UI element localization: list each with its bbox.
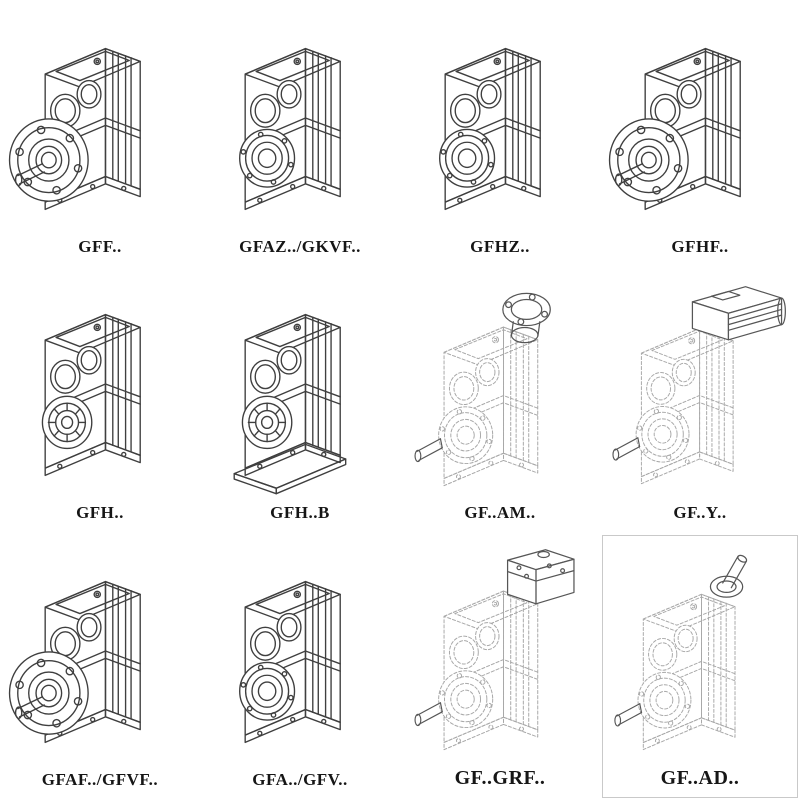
gearbox-shaft-mounted-drawing	[41, 314, 141, 477]
gearbox-phantom-input-shaft-drawing	[614, 553, 749, 751]
gearbox-hollow-shaft-drawing	[439, 47, 541, 210]
gearbox-flange-output-drawing	[608, 47, 741, 210]
catalog-item-gf-y: GF..Y..	[600, 267, 800, 534]
gearbox-phantom-adapter-box-drawing	[414, 549, 575, 751]
catalog-item-gff: GFF..	[0, 0, 200, 267]
model-label: GF..AM..	[464, 503, 536, 523]
model-label: GFF..	[78, 236, 122, 256]
model-label: GF..AD..	[660, 766, 740, 789]
model-label: GF..GRF..	[454, 766, 546, 789]
model-label: GF..Y..	[673, 503, 727, 523]
catalog-item-gfhf: GFHF..	[600, 0, 800, 267]
catalog-item-gfa-gfv: GFA../GFV..	[200, 533, 400, 800]
catalog-item-gfhz: GFHZ..	[400, 0, 600, 267]
catalog-item-gfh: GFH..	[0, 267, 200, 534]
model-label: GFAF../GFVF..	[41, 769, 159, 789]
model-label: GFHF..	[671, 236, 729, 256]
gearbox-phantom-adapter-flange-drawing	[414, 293, 551, 487]
model-label: GFH..B	[270, 503, 330, 523]
catalog-item-gf-grf: GF..GRF..	[400, 533, 600, 800]
model-label: GFHZ..	[470, 236, 530, 256]
gearbox-shaft-mounted-base-drawing	[233, 314, 347, 495]
catalog-item-gf-am: GF..AM..	[400, 267, 600, 534]
model-label: GFAZ../GKVF..	[239, 236, 361, 256]
model-label: GFA../GFV..	[252, 769, 348, 789]
gearbox-flange-output-drawing	[8, 47, 141, 210]
gearbox-flange-output-drawing	[8, 580, 141, 744]
gearbox-phantom-motor-drawing	[612, 286, 786, 485]
gearbox-hollow-shaft-drawing	[239, 580, 341, 744]
catalog-item-gfaz-gkvf: GFAZ../GKVF..	[200, 0, 400, 267]
gearbox-hollow-shaft-drawing	[239, 47, 341, 210]
catalog-item-gfaf-gfvf: GFAF../GFVF..	[0, 533, 200, 800]
catalog-item-gf-ad: GF..AD..	[600, 533, 800, 800]
catalog-item-gfh-b: GFH..B	[200, 267, 400, 534]
model-label: GFH..	[76, 503, 124, 523]
